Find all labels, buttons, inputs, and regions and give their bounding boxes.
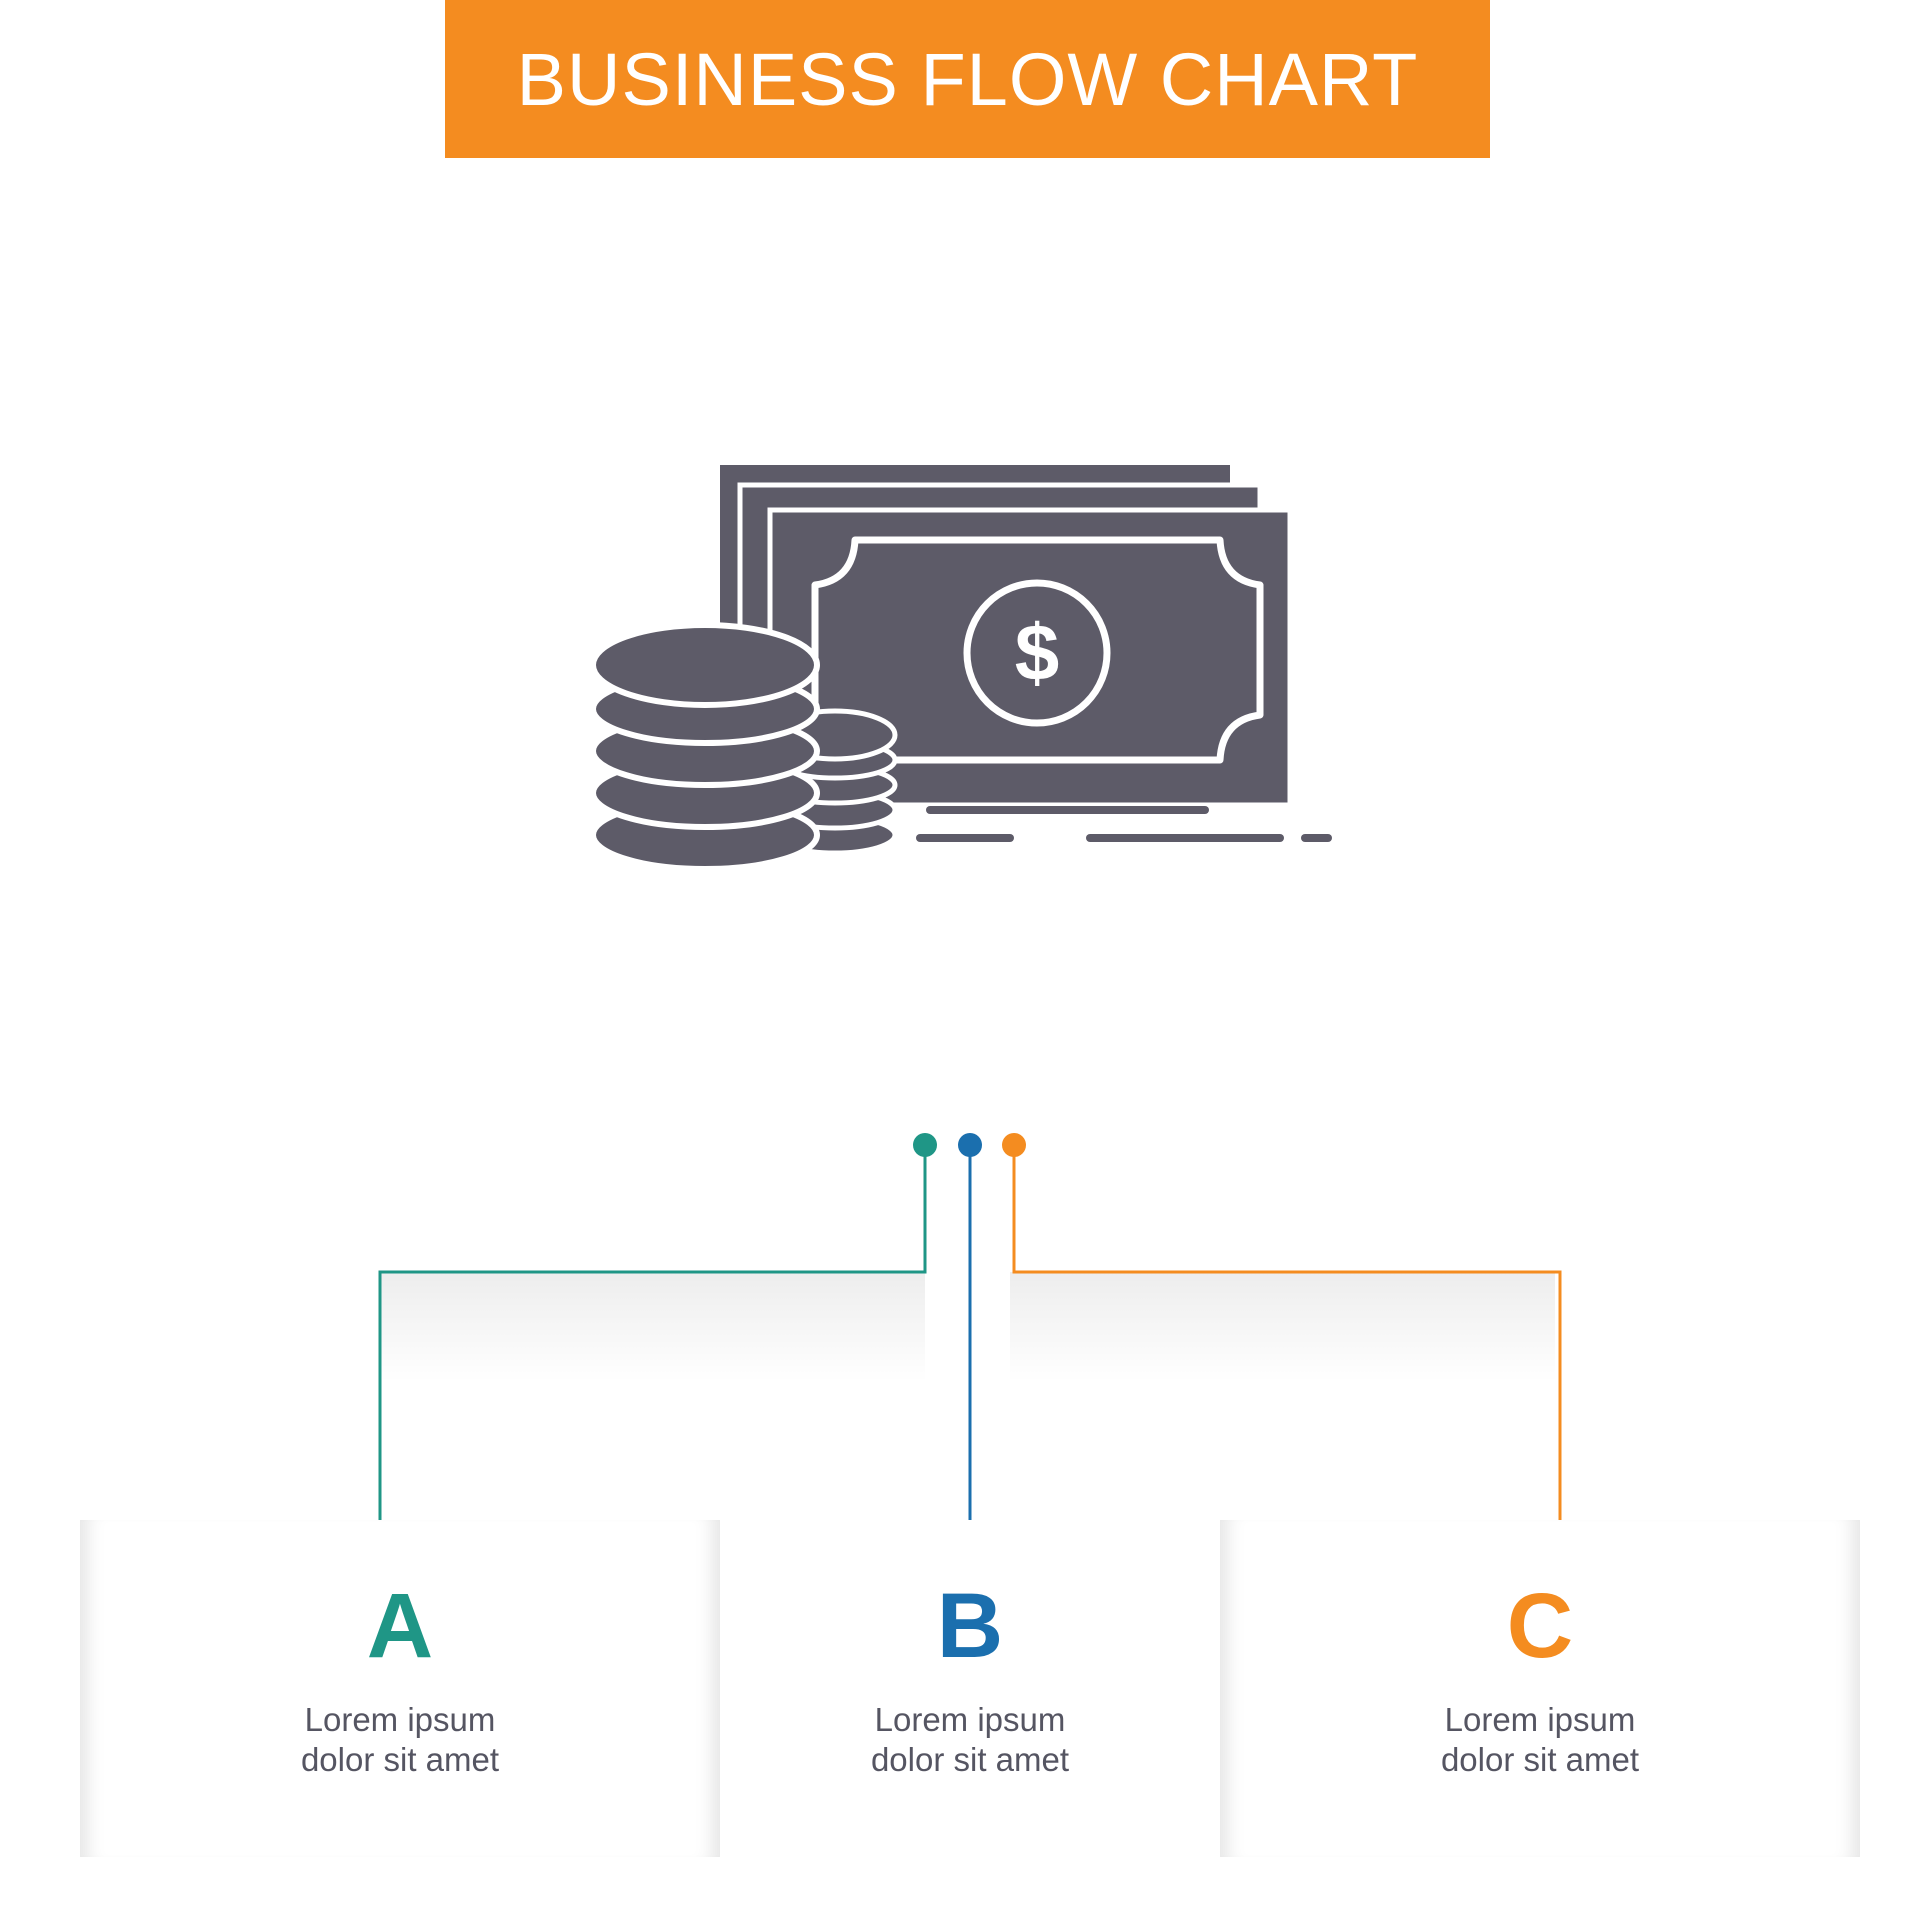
step-text-c-line1: Lorem ipsum: [1444, 1701, 1636, 1738]
step-text-c-line2: dolor sit amet: [1440, 1741, 1640, 1778]
title-banner: BUSINESS FLOW CHART: [445, 0, 1490, 158]
step-letter-b: B: [936, 1575, 1004, 1677]
step-letter-c: C: [1506, 1575, 1574, 1677]
step-text-a-line1: Lorem ipsum: [304, 1701, 496, 1738]
connector-shade-left: [380, 1272, 925, 1382]
connector-shade-right: [1010, 1272, 1555, 1382]
step-card-c: C Lorem ipsum dolor sit amet: [1220, 1520, 1860, 1857]
step-card-a: A Lorem ipsum dolor sit amet: [80, 1520, 720, 1857]
step-card-b: B Lorem ipsum dolor sit amet: [720, 1520, 1220, 1857]
step-letter-a: A: [366, 1575, 434, 1677]
dot-c: [1002, 1133, 1026, 1157]
step-text-b: Lorem ipsum dolor sit amet: [720, 1700, 1220, 1780]
step-text-b-line1: Lorem ipsum: [874, 1701, 1066, 1738]
step-text-b-line2: dolor sit amet: [870, 1741, 1070, 1778]
dot-b: [958, 1133, 982, 1157]
dot-a: [913, 1133, 937, 1157]
chart-title: BUSINESS FLOW CHART: [516, 37, 1419, 121]
step-text-a-line2: dolor sit amet: [300, 1741, 500, 1778]
money-cash-coins-icon: $: [590, 465, 1332, 872]
step-text-c: Lorem ipsum dolor sit amet: [1220, 1700, 1860, 1780]
step-text-a: Lorem ipsum dolor sit amet: [80, 1700, 720, 1780]
svg-text:$: $: [1015, 608, 1060, 697]
